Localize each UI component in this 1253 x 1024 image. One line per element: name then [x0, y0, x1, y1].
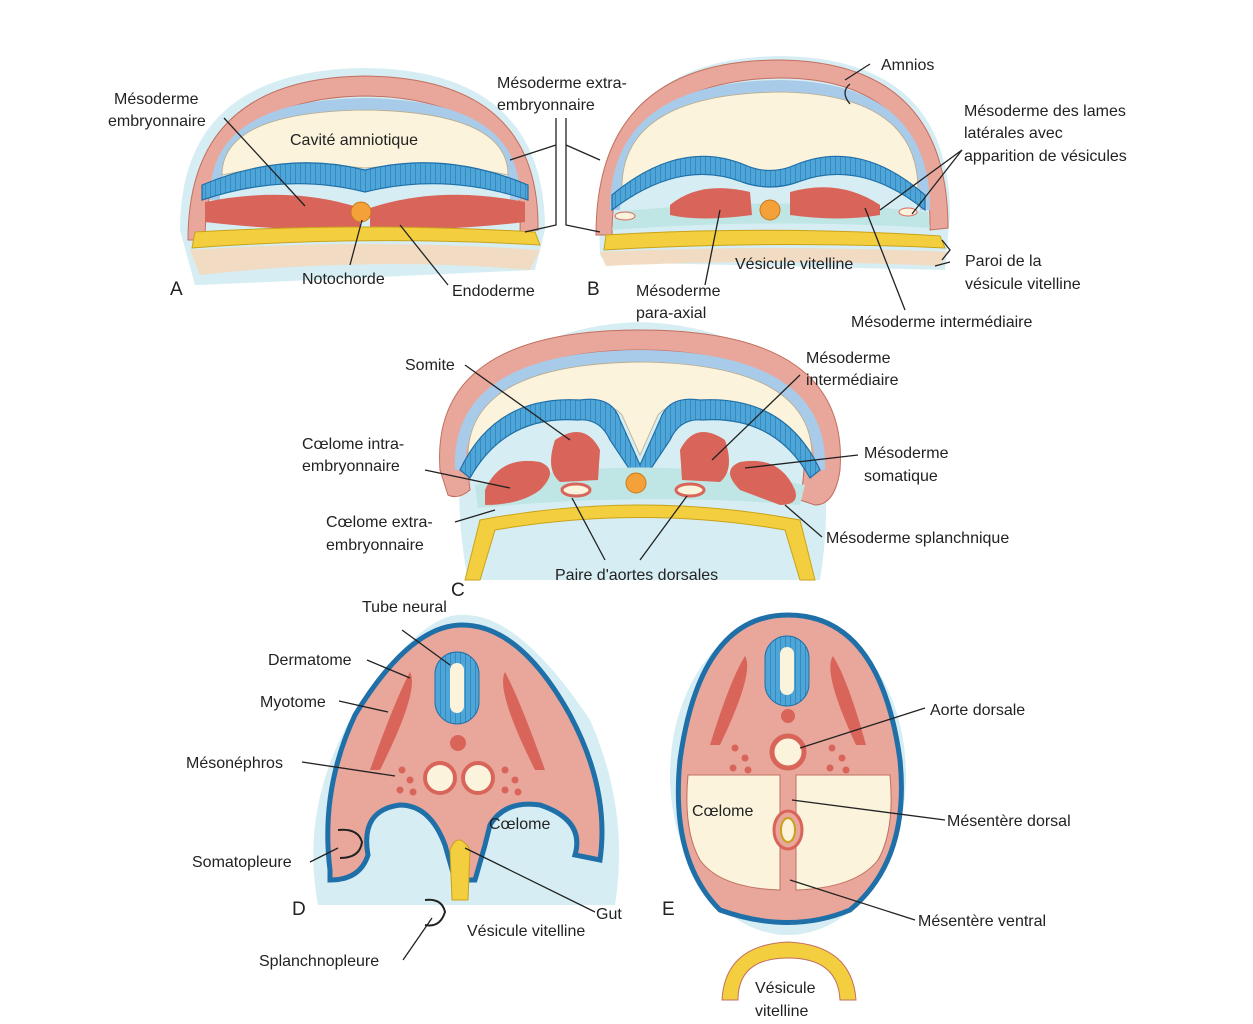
- panel-d-notochord: [450, 735, 466, 751]
- panel-d-gut: [449, 839, 471, 901]
- panel-label-e: E: [662, 899, 675, 920]
- label-c-somatic-1: Mésoderme: [864, 445, 949, 462]
- label-c-aortas: Paire d'aortes dorsales: [555, 567, 718, 584]
- panel-e-coelom-left: [686, 774, 781, 891]
- label-c-somatic-2: somatique: [864, 468, 938, 485]
- panel-c-somite-left: [551, 432, 600, 482]
- label-d-coelom: Cœlome: [489, 816, 550, 833]
- panel-b-paraxial-right: [790, 187, 880, 219]
- panel-d-mesonephros-dots: [396, 766, 522, 796]
- label-a-endoderm: Endoderme: [452, 283, 535, 300]
- label-d-dermatome: Dermatome: [268, 652, 352, 669]
- panel-e-dermatome-left: [710, 656, 748, 745]
- panel-d-body: [325, 622, 605, 883]
- panel-c-lateral-left: [485, 460, 550, 505]
- label-e-yolk-sac-2: vitelline: [755, 1003, 808, 1020]
- panel-a-mesoderm-band-right: [370, 194, 525, 230]
- panel-label-c: C: [451, 580, 465, 601]
- label-c-intermediate-2: intermédiaire: [806, 372, 899, 389]
- label-e-coelom: Cœlome: [692, 803, 753, 820]
- panel-a-endoderm: [191, 226, 541, 249]
- label-d-gut: Gut: [596, 906, 622, 923]
- label-c-splanchnic: Mésoderme splanchnique: [826, 530, 1009, 547]
- label-c-somite: Somite: [405, 357, 455, 374]
- label-c-intra-coelom-1: Cœlome intra-: [302, 436, 404, 453]
- label-b-yolk-wall-1: Paroi de la: [965, 253, 1042, 270]
- panel-c-ectoderm: [459, 398, 821, 487]
- panel-c-endoderm: [464, 504, 816, 581]
- label-a-amniotic-cavity: Cavité amniotique: [290, 132, 418, 149]
- label-c-extra-coelom-1: Cœlome extra-: [326, 514, 433, 531]
- label-e-ventral-mesentery: Mésentère ventral: [918, 913, 1046, 930]
- label-a-mesoderm-embryonic-1: Mésoderme: [114, 91, 199, 108]
- panel-d-dermatome-right: [503, 672, 545, 770]
- panel-b-ectoderm: [611, 155, 926, 212]
- panel-d-splanchnopleure-ring: [424, 898, 447, 927]
- label-c-intermediate-1: Mésoderme: [806, 350, 891, 367]
- panel-label-a: A: [170, 279, 183, 300]
- panel-b-diagram: [595, 56, 950, 270]
- panel-c-aorta-right: [674, 482, 706, 498]
- panel-d-dermatome-left: [370, 672, 412, 770]
- label-d-neural-tube: Tube neural: [362, 599, 447, 616]
- panel-d-aorta-left: [423, 761, 457, 795]
- label-d-somatopleure: Somatopleure: [192, 854, 292, 871]
- label-a-mesoderm-embryonic-2: embryonnaire: [108, 113, 206, 130]
- panel-a-diagram: [180, 68, 545, 285]
- panel-c-diagram: [439, 322, 841, 581]
- label-e-dorsal-mesentery: Mésentère dorsal: [947, 813, 1071, 830]
- label-d-yolk-sac: Vésicule vitelline: [467, 923, 585, 940]
- label-c-intra-coelom-2: embryonnaire: [302, 458, 400, 475]
- label-d-myotome: Myotome: [260, 694, 326, 711]
- label-b-paraxial-2: para-axial: [636, 305, 706, 322]
- panel-label-d: D: [292, 899, 306, 920]
- label-b-lateral-plates-1: Mésoderme des lames: [964, 103, 1126, 120]
- panel-a-ectoderm: [201, 162, 529, 201]
- panel-a-yolk-wall: [190, 244, 540, 275]
- panel-d-somatopleure-ring: [337, 828, 364, 859]
- label-b-amnion: Amnios: [881, 57, 934, 74]
- panel-d-diagram: [313, 614, 620, 927]
- label-c-extra-coelom-2: embryonnaire: [326, 537, 424, 554]
- panel-b-paraxial-left: [670, 188, 752, 219]
- label-b-paraxial-1: Mésoderme: [636, 283, 721, 300]
- panel-label-b: B: [587, 279, 600, 300]
- panel-b-yolk-wall: [600, 248, 948, 266]
- panel-e-neural-canal: [780, 647, 794, 695]
- label-b-lateral-plates-3: apparition de vésicules: [964, 148, 1127, 165]
- panel-e-mesonephros-dots: [729, 744, 850, 774]
- panel-e-gut-lumen: [780, 817, 796, 843]
- panel-e-dorsal-aorta: [769, 733, 807, 771]
- leader-lines: [223, 63, 963, 961]
- panel-c-notochord: [625, 472, 647, 494]
- panel-e-notochord: [781, 709, 795, 723]
- panel-b-vesicle-left: [614, 211, 636, 221]
- label-b-lateral-plates-2: latérales avec: [964, 125, 1063, 142]
- label-d-splanchnopleure: Splanchnopleure: [259, 953, 379, 970]
- panel-b-notochord: [759, 199, 781, 221]
- panel-c-lateral-right: [730, 460, 796, 505]
- labels: Mésoderme embryonnaire Cavité amniotique…: [108, 57, 1127, 1020]
- panel-e-yolk-sac: [721, 941, 857, 1001]
- label-d-mesonephros: Mésonéphros: [186, 755, 283, 772]
- label-e-dorsal-aorta: Aorte dorsale: [930, 702, 1025, 719]
- panel-e-diagram: [670, 612, 906, 1001]
- panel-a-mesoderm-band: [205, 194, 360, 230]
- label-e-yolk-sac-1: Vésicule: [755, 980, 816, 997]
- panel-d-aorta-right: [461, 761, 495, 795]
- label-b-yolk-sac: Vésicule vitelline: [735, 256, 853, 273]
- label-a-notochord: Notochorde: [302, 271, 385, 288]
- label-ab-extraembryonic-2: embryonnaire: [497, 97, 595, 114]
- panel-c-somite-right: [680, 432, 729, 482]
- panel-a-notochord: [350, 201, 372, 223]
- label-b-intermediate: Mésoderme intermédiaire: [851, 314, 1033, 331]
- label-ab-extraembryonic-1: Mésoderme extra-: [497, 75, 627, 92]
- panel-c-aorta-left: [560, 482, 592, 498]
- panel-d-neural-canal: [450, 663, 464, 713]
- panel-e-dermatome-right: [830, 656, 866, 745]
- label-b-yolk-wall-2: vésicule vitelline: [965, 276, 1081, 293]
